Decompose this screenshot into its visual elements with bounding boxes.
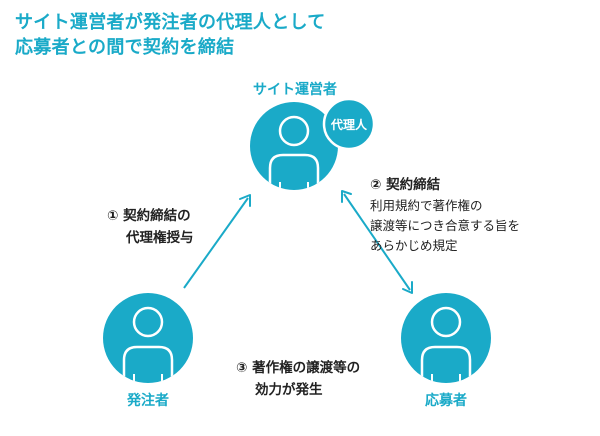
step-2-line-3: あらかじめ規定	[370, 238, 458, 253]
step-1-line-1: ① 契約締結の	[107, 208, 191, 224]
step-3-note: ③ 著作権の譲渡等の 効力が発生	[236, 357, 360, 401]
step-2-line-1: 利用規約で著作権の	[370, 198, 483, 213]
step-2-line-2: 譲渡等につき合意する旨を	[370, 218, 521, 233]
applicant-circle	[401, 293, 491, 383]
agent-badge	[322, 97, 376, 151]
heading-line-1: サイト運営者が発注者の代理人として	[15, 12, 326, 33]
applicant-node	[401, 293, 491, 383]
operator-node	[250, 97, 376, 190]
arrow-contract-head-top	[341, 190, 352, 203]
heading-line-2: 応募者との間で契約を締結	[15, 37, 235, 58]
step-3-line-2: 効力が発生	[255, 382, 323, 398]
applicant-label: 応募者	[425, 393, 467, 409]
orderer-circle	[103, 293, 193, 383]
arrow-authorization-head	[239, 194, 251, 207]
orderer-node	[103, 293, 193, 383]
arrow-contract	[341, 190, 413, 294]
step-1-note: ① 契約締結の 代理権授与	[107, 205, 194, 249]
orderer-label: 発注者	[127, 393, 169, 409]
diagram-heading: サイト運営者が発注者の代理人として 応募者との間で契約を締結	[15, 10, 326, 60]
step-2-title: ② 契約締結	[370, 177, 441, 193]
operator-label: サイト運営者	[253, 82, 337, 98]
step-2-note: ② 契約締結 利用規約で著作権の 譲渡等につき合意する旨を あらかじめ規定	[370, 174, 520, 256]
arrow-contract-head-bottom	[402, 281, 413, 294]
step-1-line-2: 代理権授与	[126, 230, 194, 246]
agent-badge-label: 代理人	[330, 118, 367, 132]
step-3-line-1: ③ 著作権の譲渡等の	[236, 360, 361, 376]
arrow-authorization	[183, 194, 251, 289]
